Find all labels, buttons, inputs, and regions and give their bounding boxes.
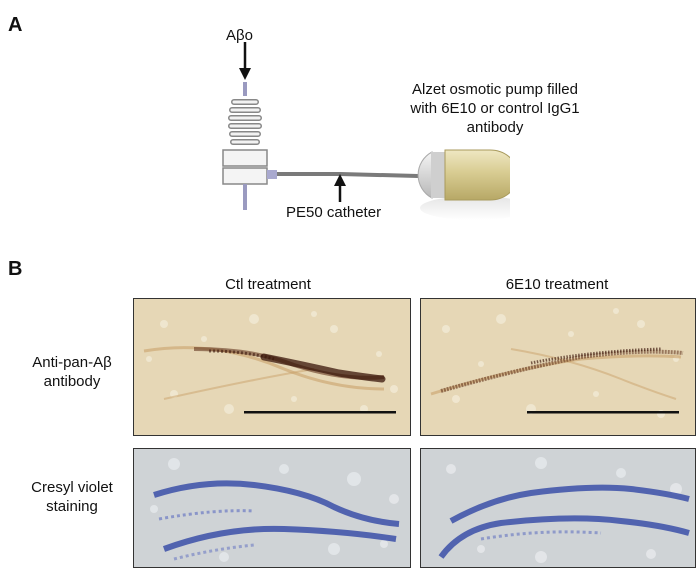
- pump-label-line: Alzet osmotic pump filled: [412, 81, 578, 98]
- row-label-line: staining: [46, 498, 98, 515]
- catheter-tube: [277, 172, 419, 178]
- scale-bar: [527, 411, 679, 414]
- pump-label-line: with 6E10 or control IgG1: [410, 100, 580, 117]
- column-header-ctl: Ctl treatment: [225, 276, 311, 293]
- micrograph-ihc-ctl: [133, 298, 411, 436]
- cannula-pump-schematic: [222, 42, 510, 220]
- osmotic-pump: [417, 149, 510, 220]
- pump-label: Alzet osmotic pump filled with 6E10 or c…: [383, 80, 607, 137]
- row-label-anti-pan-abeta: Anti-pan-Aβ antibody: [14, 353, 130, 391]
- abeta-arrow: [239, 42, 251, 80]
- panel-a-letter: A: [8, 14, 23, 36]
- micrograph-ihc-6e10: [420, 298, 696, 436]
- row-label-line: antibody: [43, 373, 101, 390]
- catheter-label: PE50 catheter: [286, 204, 382, 221]
- micrograph-cresyl-6e10: [420, 448, 696, 568]
- row-label-cresyl-violet: Cresyl violet staining: [14, 478, 130, 516]
- cannula: [222, 82, 277, 210]
- abeta-label: Aβo: [226, 27, 253, 44]
- pump-label-line: antibody: [466, 119, 524, 136]
- row-label-line: Cresyl violet: [31, 479, 113, 496]
- scale-bar: [244, 411, 396, 414]
- micrograph-cresyl-ctl: [133, 448, 411, 568]
- column-header-6e10: 6E10 treatment: [505, 276, 609, 293]
- panel-b-letter: B: [8, 258, 23, 280]
- row-label-line: Anti-pan-Aβ: [32, 354, 112, 371]
- catheter-arrow: [334, 174, 346, 202]
